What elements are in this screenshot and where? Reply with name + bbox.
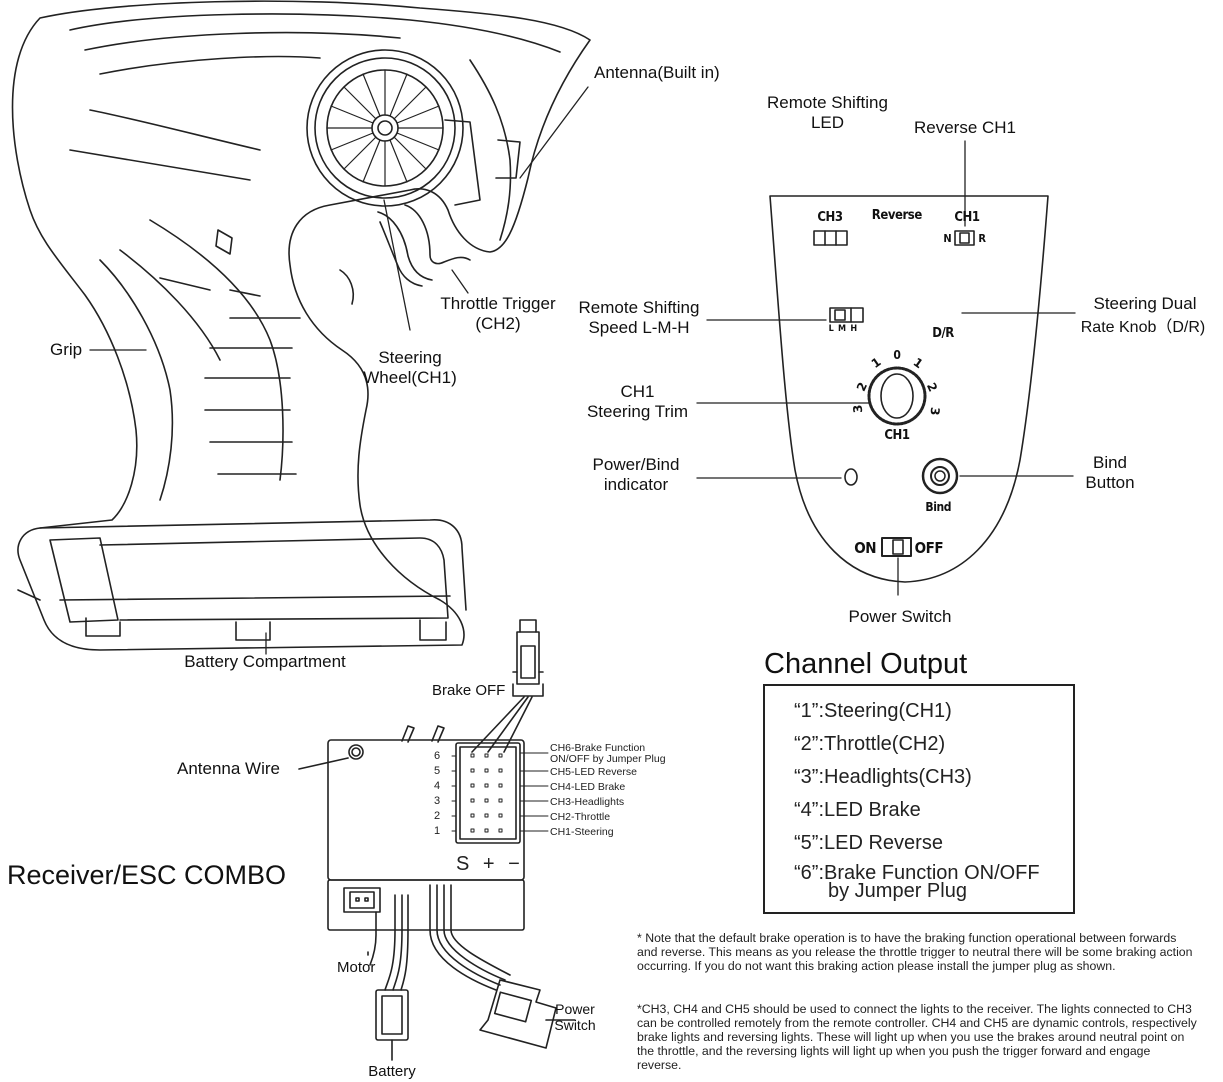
antenna-wire-label: Antenna Wire xyxy=(177,759,280,778)
panel-off-text: OFF xyxy=(914,539,944,557)
leader-lines xyxy=(89,86,1076,655)
panel-n-text: N xyxy=(943,232,952,245)
panel-ch1-text: CH1 xyxy=(954,210,980,225)
panel-ch3-text: CH3 xyxy=(817,210,843,225)
bind-button-label: Bind Button xyxy=(1085,453,1135,492)
channel-output-box xyxy=(763,684,1075,914)
throttle-trigger-label: Throttle Trigger (CH2) xyxy=(440,294,556,333)
battery-label: Battery xyxy=(368,1063,416,1080)
pin-label: CH4-LED Brake xyxy=(550,781,626,793)
channel-output-title: Channel Output xyxy=(764,648,968,680)
channel-number: 5 xyxy=(434,765,441,777)
remote-shifting-speed-label: Remote Shifting Speed L-M-H xyxy=(578,298,700,337)
pin-label: ON/OFF by Jumper Plug xyxy=(550,753,666,765)
panel-dial-ch1-text: CH1 xyxy=(884,428,910,443)
power-bind-indicator-label: Power/Bind indicator xyxy=(592,455,680,494)
channel-number: 2 xyxy=(434,810,441,822)
transmitter-drawing xyxy=(11,0,591,651)
remote-shifting-led-label: Remote Shifting LED xyxy=(767,93,888,132)
channel-number: 3 xyxy=(434,795,441,807)
polarity-marks: S + − xyxy=(456,853,524,875)
panel-bind-text: Bind xyxy=(925,500,951,514)
dial-right-mark-3: 3 xyxy=(927,406,943,416)
receiver-drawing xyxy=(298,619,576,1061)
output-line: by Jumper Plug xyxy=(828,880,967,902)
pin-label: CH3-Headlights xyxy=(550,796,625,808)
output-line: “3”:Headlights(CH3) xyxy=(794,766,972,788)
pin-label: CH5-LED Reverse xyxy=(550,766,637,778)
brake-off-label: Brake OFF xyxy=(432,682,506,699)
reverse-ch1-label: Reverse CH1 xyxy=(913,118,1017,137)
power-switch-label: Power Switch xyxy=(848,607,952,626)
panel-lmh-text: L M H xyxy=(828,324,858,334)
battery-compartment-label: Battery Compartment xyxy=(184,652,346,671)
pin-label: CH1-Steering xyxy=(550,826,614,838)
brake-note: * Note that the default brake operation … xyxy=(637,931,1193,973)
channel-number: 1 xyxy=(434,825,441,837)
panel-on-text: ON xyxy=(854,539,877,557)
lights-note: *CH3, CH4 and CH5 should be used to conn… xyxy=(637,1002,1197,1072)
dial-left-mark-3: 3 xyxy=(850,404,866,414)
antenna-builtin-label: Antenna(Built in) xyxy=(594,63,720,82)
grip-label: Grip xyxy=(50,340,83,359)
panel-dr-text: D/R xyxy=(932,326,954,341)
dial-top-mark: 0 xyxy=(893,348,901,362)
channel-number: 4 xyxy=(434,780,441,792)
steering-wheel-label: Steering Wheel(CH1) xyxy=(363,348,457,387)
steering-dual-rate-label: Steering Dual xyxy=(1093,294,1197,313)
steering-wheel-drawing xyxy=(306,49,464,207)
output-line: “6”:Brake Function ON/OFF xyxy=(794,862,1040,884)
channel-number: 6 xyxy=(434,750,441,762)
receiver-title: Receiver/ESC COMBO xyxy=(7,860,287,890)
output-line: “1”:Steering(CH1) xyxy=(794,700,952,722)
output-line: “5”:LED Reverse xyxy=(794,832,943,854)
power-switch-rx-label: Power Switch xyxy=(554,1001,596,1033)
pin-label: CH6-Brake Function xyxy=(550,742,646,754)
steering-dual-rate-label-2: Rate Knob（D/R) xyxy=(1080,319,1206,336)
panel-r-text: R xyxy=(978,232,986,245)
motor-label: Motor xyxy=(337,959,376,976)
panel-reverse-text: Reverse xyxy=(871,208,922,223)
output-line: “2”:Throttle(CH2) xyxy=(794,733,946,755)
pin-label: CH2-Throttle xyxy=(550,811,611,823)
ch1-steering-trim-label: CH1 Steering Trim xyxy=(586,382,689,421)
output-line: “4”:LED Brake xyxy=(794,799,921,821)
control-panel-drawing xyxy=(769,195,1049,583)
